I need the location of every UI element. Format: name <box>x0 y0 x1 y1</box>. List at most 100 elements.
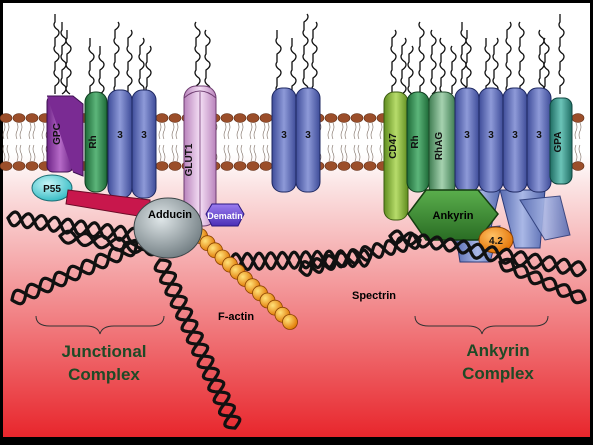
lipid-head-outer <box>363 113 377 123</box>
dematin-label: Dematin <box>207 211 243 221</box>
glycan-chain <box>558 14 565 94</box>
ankyrin-complex-title: Ankyrin <box>466 341 529 360</box>
lipid-tail <box>340 122 348 140</box>
band3-label: 3 <box>305 130 311 141</box>
band3-label: 3 <box>536 130 542 141</box>
band3-label: 3 <box>512 130 518 141</box>
p55-protein <box>31 174 73 202</box>
glycan-chain <box>60 22 67 95</box>
lipid-head-outer <box>337 113 351 123</box>
ankyrin-label: Ankyrin <box>433 210 474 222</box>
band3-label: 3 <box>281 130 287 141</box>
spectrin-label: Spectrin <box>352 290 396 302</box>
lipid-head-inner <box>350 161 364 171</box>
spectrin-strand <box>498 257 587 305</box>
lipid-head-inner <box>155 161 169 171</box>
lipid-head-outer <box>220 113 234 123</box>
lipid-head-inner <box>337 161 351 171</box>
lipid-head-outer <box>155 113 169 123</box>
junctional-complex-subtitle: Complex <box>68 365 140 384</box>
ankyrin-complex-subtitle: Complex <box>462 364 534 383</box>
glycan-chain <box>65 30 72 95</box>
gpa-label: GPA <box>553 132 564 153</box>
lipid-tail <box>366 122 374 140</box>
glycan-chain <box>113 21 120 95</box>
band3-label: 3 <box>141 130 147 141</box>
lipid-tail <box>236 122 244 140</box>
lipid-head-inner <box>220 161 234 171</box>
ankyrin-brace <box>414 315 549 335</box>
lipid-tail <box>353 144 361 162</box>
glycan-chain <box>390 29 397 94</box>
lipid-tail <box>28 144 36 162</box>
lipid-head-inner <box>259 161 273 171</box>
lipid-tail <box>353 122 361 140</box>
lipid-tail <box>574 144 582 162</box>
lipid-head-outer <box>324 113 338 123</box>
lipid-tail <box>15 144 23 162</box>
rh-label: Rh <box>410 135 421 148</box>
glycan-chain <box>290 38 297 94</box>
glycan-chain <box>484 38 491 94</box>
junctional-complex: GPC Rh 3 3 GLUT1 P55 <box>31 85 217 227</box>
protein-4-2-label: 4.2 <box>489 236 503 247</box>
spectrin-strand <box>6 210 142 244</box>
glycan-chain <box>138 37 145 95</box>
glycan-chain <box>518 21 525 94</box>
glycocalyx-chains <box>53 13 565 95</box>
spectrin-strand <box>158 258 237 430</box>
lipid-head-inner <box>0 161 13 171</box>
lipid-tail <box>15 122 23 140</box>
glycan-chain <box>88 38 95 94</box>
glycan-chain <box>126 29 133 95</box>
lipid-tail <box>171 144 179 162</box>
lipid-head-outer <box>259 113 273 123</box>
lipid-head-outer <box>168 113 182 123</box>
lipid-head-inner <box>12 161 26 171</box>
p55-label: P55 <box>43 184 61 195</box>
band3-label: 3 <box>488 130 494 141</box>
lipid-head-outer <box>246 113 260 123</box>
lipid-head-inner <box>324 161 338 171</box>
lipid-tail <box>28 122 36 140</box>
lipid-head-outer <box>0 113 13 123</box>
glycan-chain <box>543 37 550 95</box>
glycan-chain <box>418 21 425 95</box>
glycan-chain <box>400 37 407 95</box>
lipid-tail <box>366 144 374 162</box>
lipid-tail <box>2 144 10 162</box>
gpa-protein <box>549 97 573 185</box>
glycan-chain <box>505 21 512 95</box>
lipid-tail <box>158 144 166 162</box>
glycan-chain <box>98 46 105 95</box>
lipid-tail <box>223 144 231 162</box>
glut1-label: GLUT1 <box>184 143 195 176</box>
rh-label: Rh <box>88 135 99 148</box>
f-actin-label: F-actin <box>218 311 254 323</box>
glycan-chain <box>311 21 318 95</box>
lipid-tail <box>249 122 257 140</box>
lipid-tail <box>171 122 179 140</box>
glycan-chain <box>465 30 472 95</box>
adducin-label: Adducin <box>148 209 192 221</box>
glycan-chain <box>275 30 282 95</box>
rh-protein <box>84 91 108 193</box>
lipid-head-inner <box>571 161 585 171</box>
adducin-protein <box>133 197 203 259</box>
lipid-head-outer <box>350 113 364 123</box>
gpc-protein-side <box>47 95 84 177</box>
junctional-complex-title: Junctional <box>61 342 146 361</box>
glycan-chain <box>204 29 211 95</box>
lipid-tail <box>236 144 244 162</box>
glycan-chain <box>460 22 467 95</box>
band3-protein <box>131 89 157 199</box>
dematin-protein <box>205 203 245 227</box>
spectrin-strand <box>298 236 422 274</box>
rhag-label: RhAG <box>434 132 445 161</box>
lipid-head-outer <box>571 113 585 123</box>
f-actin-bead <box>282 314 298 330</box>
ankyrin-protein <box>407 189 499 241</box>
spectrin-strand <box>468 242 587 278</box>
band3-label: 3 <box>464 130 470 141</box>
band3-protein <box>295 87 321 193</box>
